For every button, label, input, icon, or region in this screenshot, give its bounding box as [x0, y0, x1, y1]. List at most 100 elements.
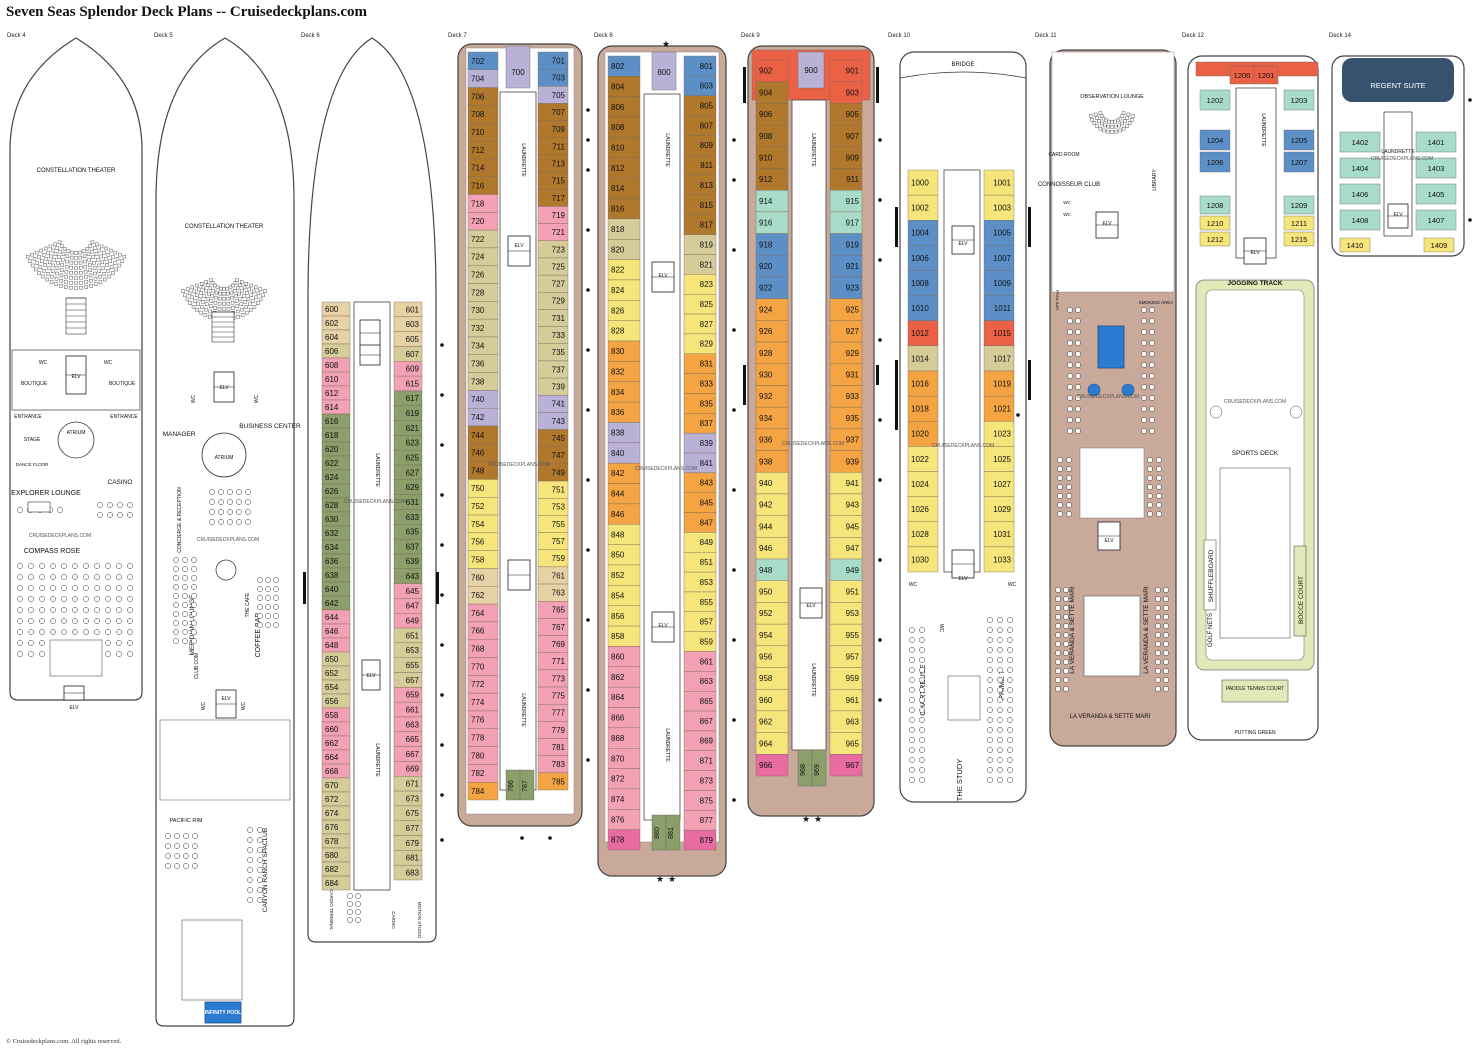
- cabin-number: 1000: [911, 178, 929, 187]
- cabin-784[interactable]: [467, 781, 499, 801]
- cabin-1408[interactable]: [1339, 209, 1381, 231]
- regent-suite[interactable]: [1342, 58, 1454, 102]
- cabin-1205[interactable]: [1283, 129, 1315, 151]
- muster-dot-icon: [440, 543, 444, 547]
- table-icon: [355, 901, 361, 907]
- cabin-881[interactable]: [665, 814, 681, 851]
- seat-icon: [93, 271, 97, 276]
- cabin-1027[interactable]: [983, 471, 1015, 497]
- table-icon: [1155, 677, 1161, 683]
- cabin-number: 708: [471, 110, 485, 119]
- cabin-1402[interactable]: [1339, 131, 1381, 153]
- cabin-1201[interactable]: [1253, 65, 1279, 85]
- cabin-683[interactable]: [393, 864, 423, 881]
- cabin-785[interactable]: [537, 772, 569, 791]
- cabin-900[interactable]: [797, 51, 825, 89]
- cabin-1204[interactable]: [1199, 129, 1231, 151]
- cabin-number: 952: [759, 609, 773, 618]
- seat-icon: [111, 255, 115, 259]
- cabin-684[interactable]: [321, 875, 351, 891]
- table-icon: [94, 607, 100, 613]
- cabin-1410[interactable]: [1339, 237, 1371, 253]
- cabin-1021[interactable]: [983, 395, 1015, 422]
- table-icon: [1057, 475, 1063, 481]
- cabin-967[interactable]: [829, 754, 863, 777]
- seat-icon: [209, 299, 214, 303]
- cabin-1020[interactable]: [907, 421, 939, 447]
- cabin-1215[interactable]: [1283, 231, 1315, 247]
- cabin-966[interactable]: [755, 754, 789, 777]
- cabin-1000[interactable]: [907, 169, 939, 196]
- cabin-1015[interactable]: [983, 320, 1015, 347]
- cabin-1210[interactable]: [1199, 215, 1231, 231]
- cabin-1406[interactable]: [1339, 183, 1381, 205]
- cabin-1206[interactable]: [1199, 151, 1231, 173]
- table-icon: [61, 607, 67, 613]
- cabin-1005[interactable]: [983, 220, 1015, 246]
- table-icon: [1067, 417, 1073, 423]
- cabin-1209[interactable]: [1283, 195, 1315, 215]
- table-icon: [257, 837, 263, 843]
- seat-icon: [208, 314, 212, 319]
- seat-icon: [100, 260, 105, 265]
- cabin-879[interactable]: [683, 829, 717, 851]
- cabin-1024[interactable]: [907, 471, 939, 497]
- cabin-number: 1406: [1352, 190, 1369, 199]
- seat-icon: [211, 288, 215, 293]
- table-icon: [919, 667, 925, 673]
- cabin-1409[interactable]: [1423, 237, 1455, 253]
- seat-icon: [93, 277, 98, 281]
- cabin-969[interactable]: [811, 749, 827, 787]
- cabin-1017[interactable]: [983, 345, 1015, 372]
- seat-icon: [1100, 121, 1104, 126]
- cabin-number: 837: [700, 419, 714, 428]
- seat-icon: [1126, 112, 1131, 117]
- cabin-1010[interactable]: [907, 295, 939, 321]
- cabin-878[interactable]: [607, 829, 641, 851]
- cabin-1208[interactable]: [1199, 195, 1231, 215]
- cabin-1407[interactable]: [1415, 209, 1457, 231]
- cabin-number: 651: [406, 631, 420, 640]
- cabin-1203[interactable]: [1283, 89, 1315, 111]
- table-icon: [191, 584, 197, 590]
- cabin-1207[interactable]: [1283, 151, 1315, 173]
- cabin-1404[interactable]: [1339, 157, 1381, 179]
- table-icon: [987, 647, 993, 653]
- cabin-1202[interactable]: [1199, 89, 1231, 111]
- cabin-800[interactable]: [651, 51, 677, 91]
- cabin-1405[interactable]: [1415, 183, 1457, 205]
- watermark-text: CRUISEDECKPLANS.COM: [1224, 399, 1286, 405]
- venue-label: ELV: [366, 673, 376, 679]
- cabin-700[interactable]: [505, 45, 531, 89]
- star-icon: ★: [656, 874, 664, 884]
- cabin-1401[interactable]: [1415, 131, 1457, 153]
- cabin-787[interactable]: [519, 769, 535, 801]
- cabin-1033[interactable]: [983, 546, 1015, 573]
- cabin-number: 863: [700, 677, 714, 686]
- cabin-1031[interactable]: [983, 521, 1015, 548]
- cabin-1006[interactable]: [907, 245, 939, 271]
- table-icon: [83, 607, 89, 613]
- table-icon: [1163, 668, 1169, 674]
- cabin-1012[interactable]: [907, 320, 939, 347]
- cabin-1211[interactable]: [1283, 215, 1315, 231]
- cabin-1002[interactable]: [907, 194, 939, 221]
- table-icon: [72, 563, 78, 569]
- cabin-1007[interactable]: [983, 245, 1015, 271]
- table-icon: [127, 502, 133, 508]
- cabin-number: 719: [552, 211, 566, 220]
- cabin-1028[interactable]: [907, 521, 939, 548]
- cabin-1018[interactable]: [907, 395, 939, 422]
- table-icon: [174, 853, 180, 859]
- cabin-1019[interactable]: [983, 370, 1015, 397]
- cabin-1011[interactable]: [983, 295, 1015, 321]
- cabin-1212[interactable]: [1199, 231, 1231, 247]
- cabin-1403[interactable]: [1415, 157, 1457, 179]
- cabin-1003[interactable]: [983, 194, 1015, 221]
- cabin-number: 872: [611, 775, 625, 784]
- cabin-1023[interactable]: [983, 421, 1015, 447]
- cabin-1009[interactable]: [983, 270, 1015, 296]
- table-icon: [909, 667, 915, 673]
- cabin-1030[interactable]: [907, 546, 939, 573]
- cabin-1004[interactable]: [907, 220, 939, 246]
